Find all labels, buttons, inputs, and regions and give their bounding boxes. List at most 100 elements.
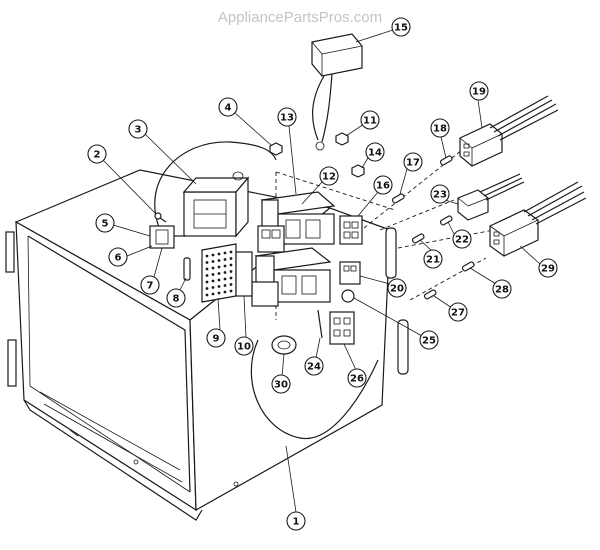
callout-circle [391, 17, 411, 37]
plate-hole [217, 278, 221, 282]
callout-number: 19 [472, 87, 486, 98]
callout-number: 25 [422, 336, 436, 347]
plate-hole [229, 257, 233, 260]
callout-26: 26 [347, 368, 367, 388]
nut-4 [269, 142, 283, 156]
callout-circle [387, 278, 407, 298]
callout-circle [360, 110, 380, 130]
callout-number: 5 [102, 219, 109, 230]
callout-circle [538, 258, 558, 278]
callout-22: 22 [452, 229, 472, 249]
terminal-block [201, 243, 253, 303]
callout-number: 17 [406, 158, 420, 169]
callout-circle [108, 247, 128, 267]
connector-29 [489, 181, 587, 257]
callout-4: 4 [218, 97, 238, 117]
callout-number: 10 [237, 342, 251, 353]
nut-14 [351, 164, 365, 178]
screw [154, 212, 167, 223]
callout-number: 18 [433, 124, 447, 135]
callout-circle [423, 249, 443, 269]
callout-14: 14 [365, 142, 385, 162]
callout-circle [448, 302, 468, 322]
wire-harness [154, 141, 277, 231]
plate-hole [217, 291, 221, 295]
callout-number: 28 [495, 285, 509, 296]
callout-18: 18 [430, 118, 450, 138]
callout-number: 21 [426, 255, 440, 266]
callout-5: 5 [95, 213, 115, 233]
callout-circle [206, 328, 226, 348]
callout-30: 30 [271, 374, 291, 394]
callout-number: 13 [280, 113, 294, 124]
plate-hole [223, 277, 227, 281]
connector-16 [339, 215, 363, 245]
plate-hole [223, 290, 227, 294]
callout-number: 14 [368, 148, 382, 159]
plate-hole [211, 266, 215, 270]
plate-hole [223, 264, 227, 268]
callout-circle [286, 511, 306, 531]
plate-hole [229, 289, 233, 293]
plate-hole [205, 254, 209, 258]
callout-circle [347, 368, 367, 388]
plate-hole [217, 265, 221, 269]
callout-number: 1 [293, 517, 300, 528]
plate-hole [217, 272, 221, 275]
callout-15: 15 [391, 17, 411, 37]
plate-hole [229, 283, 233, 286]
callout-number: 30 [274, 380, 288, 391]
callout-16: 16 [373, 175, 393, 195]
plug-25 [341, 289, 355, 303]
callout-10: 10 [234, 336, 254, 356]
callout-number: 3 [135, 125, 142, 136]
stud-lower [397, 319, 409, 375]
pins [391, 155, 475, 300]
transformer [182, 171, 250, 238]
callout-number: 12 [322, 172, 336, 183]
callout-24: 24 [304, 356, 324, 376]
plate-hole [229, 270, 233, 273]
callout-number: 7 [147, 281, 154, 292]
callout-circle [234, 336, 254, 356]
callout-23: 23 [430, 184, 450, 204]
callout-29: 29 [538, 258, 558, 278]
plate-hole [211, 253, 215, 257]
screw-24 [317, 309, 323, 339]
callout-circle [166, 288, 186, 308]
callout-number: 29 [541, 264, 555, 275]
callout-3: 3 [128, 119, 148, 139]
grommet [271, 335, 297, 355]
leader-lines [102, 29, 541, 513]
plate-hole [229, 250, 233, 254]
switch-bracket [149, 225, 186, 249]
callout-19: 19 [469, 81, 489, 101]
callout-9: 9 [206, 328, 226, 348]
callout-7: 7 [140, 275, 160, 295]
plate-hole [223, 271, 227, 274]
callout-number: 16 [376, 181, 390, 192]
callout-circle [452, 229, 472, 249]
plate-hole [223, 258, 227, 261]
callout-circle [365, 142, 385, 162]
plate-hole [205, 287, 209, 290]
callout-27: 27 [448, 302, 468, 322]
plate-hole [217, 285, 221, 288]
callout-number: 23 [433, 190, 447, 201]
connector-19 [459, 95, 559, 167]
plate-hole [205, 293, 209, 297]
callout-circle [469, 81, 489, 101]
callout-21: 21 [423, 249, 443, 269]
callout-circle [271, 374, 291, 394]
nut-11 [335, 132, 349, 146]
plate-hole [205, 261, 209, 264]
watermark: AppliancePartsPros.com [218, 9, 382, 26]
callout-1: 1 [286, 511, 306, 531]
ground-wire [250, 339, 379, 440]
callout-number: 27 [451, 308, 465, 319]
callout-circle [87, 144, 107, 164]
relay-board-lower [251, 247, 332, 307]
plate-hole [229, 276, 233, 280]
plate-hole [211, 292, 215, 296]
callout-circle [430, 184, 450, 204]
